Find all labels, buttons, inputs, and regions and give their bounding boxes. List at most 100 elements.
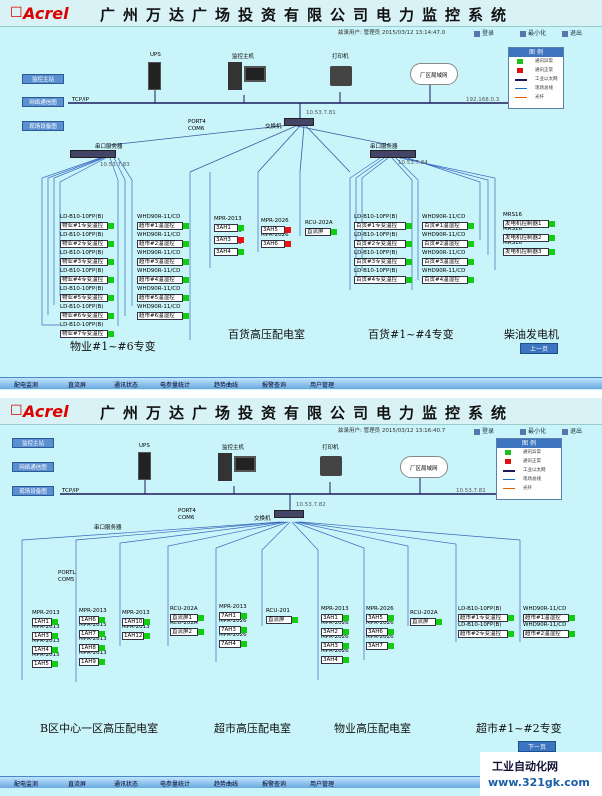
device-box[interactable]: 超市#2温湿控 [523,630,575,638]
device-box[interactable]: 直流屏 [410,618,442,626]
nav-comm-status[interactable]: 通讯状态 [114,382,139,389]
device-box[interactable]: 7AH1 [219,612,247,620]
status-indicator-icon [238,249,244,255]
device-box[interactable]: 超市#2专变温控 [458,630,514,638]
device-box[interactable]: 1AH9 [79,658,105,666]
device-box[interactable]: 直流屏2 [170,628,204,636]
device-box[interactable]: 百货#2专变温控 [354,240,412,248]
switch-icon [284,118,314,126]
device-box[interactable]: 物业#2专变温控 [60,240,114,248]
nav-dc-panel[interactable]: 直流屏 [68,781,87,788]
device-box[interactable]: 1AH6 [79,616,105,624]
device-box[interactable]: 百货#4温湿控 [422,276,474,284]
nav-comm-status[interactable]: 通讯状态 [114,781,139,788]
exit-icon [562,428,568,435]
device-box[interactable]: 发电机控制器1 [503,220,555,228]
device-box[interactable]: 1AH8 [79,644,105,652]
device-model-label: LD-B10-10FP(B) [458,606,502,612]
device-box[interactable]: 1AH1 [32,618,58,626]
device-model-label: WHD90R-11/CD [422,214,466,220]
device-box[interactable]: 3AH2 [321,628,349,636]
nav-dc-panel[interactable]: 直流屏 [68,382,87,389]
device-box[interactable]: 物业#3专变温控 [60,258,114,266]
device-box[interactable]: 3AH7 [366,642,394,650]
device-box[interactable]: 3AH3 [321,642,349,650]
nav-user-mgmt[interactable]: 用户管理 [310,382,335,389]
ip-label: 10.53.7.81 [456,488,486,494]
sidebar-field-devices[interactable]: 现场设备图 [12,486,54,496]
device-box[interactable]: 7AH4 [219,640,247,648]
device-box[interactable]: 百货#1温湿控 [422,222,474,230]
nav-alarm-query[interactable]: 报警查询 [262,781,287,788]
minimize-button[interactable]: 最小化 [520,28,546,37]
device-box[interactable]: 3AH6 [261,240,291,248]
device-model-label: MPR-2026 [261,232,289,238]
bottom-nav-1: 配电监测 直流屏 通讯状态 电参量统计 趋势曲线 报警查询 用户管理 [0,377,602,389]
sidebar-network-diagram[interactable]: 网络通信图 [22,97,64,107]
prev-page-button[interactable]: 上一页 [520,343,558,354]
device-box[interactable]: 百货#4专变温控 [354,276,412,284]
device-box[interactable]: 物业#7专变温控 [60,330,114,338]
login-button[interactable]: 登录 [474,28,494,37]
nav-power-monitor[interactable]: 配电监测 [14,382,39,389]
device-box[interactable]: 超市#6温湿控 [137,312,189,320]
status-indicator-icon [183,259,189,265]
device-box[interactable]: 1AH4 [32,646,58,654]
device-box[interactable]: 物业#5专变温控 [60,294,114,302]
status-indicator-icon [183,241,189,247]
device-box[interactable]: 百货#1专变温控 [354,222,412,230]
device-box[interactable]: 3AH4 [214,248,244,256]
device-box[interactable]: 物业#6专变温控 [60,312,114,320]
device-box[interactable]: 超市#5温湿控 [137,294,189,302]
sidebar-monitor-station[interactable]: 监控主站 [22,74,64,84]
device-box[interactable]: 物业#4专变温控 [60,276,114,284]
legend-item: 通讯正常 [497,457,561,466]
device-box[interactable]: 3AH6 [366,628,394,636]
minimize-button[interactable]: 最小化 [520,426,546,435]
device-box[interactable]: 超市#3温湿控 [137,258,189,266]
device-box[interactable]: 百货#3专变温控 [354,258,412,266]
device-box[interactable]: 1AH7 [79,630,105,638]
device-box[interactable]: 超市#1温湿控 [137,222,189,230]
device-model-label: MPR-2026 [321,634,349,640]
device-box[interactable]: 1AH5 [32,660,58,668]
device-box[interactable]: 超市#4温湿控 [137,276,189,284]
next-page-button[interactable]: 下一页 [518,741,556,752]
device-box[interactable]: 超市#1专变温控 [458,614,514,622]
device-box[interactable]: 直流屏1 [170,614,204,622]
device-box[interactable]: 3AH5 [366,614,394,622]
sidebar-monitor-station[interactable]: 监控主站 [12,438,54,448]
lan-label: 厂区局域网 [410,466,438,472]
device-box[interactable]: 发电机控制器3 [503,248,555,256]
device-box[interactable]: 超市#2温湿控 [137,240,189,248]
exit-button[interactable]: 退出 [562,426,582,435]
device-box[interactable]: 发电机控制器2 [503,234,555,242]
nav-power-stats[interactable]: 电参量统计 [160,382,191,389]
sidebar-network-diagram[interactable]: 网络通信图 [12,462,54,472]
device-box[interactable]: 百货#2温湿控 [422,240,474,248]
device-box[interactable]: 直流屏 [305,228,337,236]
device-box[interactable]: 3AH1 [321,614,349,622]
device-box[interactable]: 1AH12 [122,632,150,640]
device-box[interactable]: 1AH3 [32,632,58,640]
nav-power-monitor[interactable]: 配电监测 [14,781,39,788]
exit-button[interactable]: 退出 [562,28,582,37]
nav-trend-curve[interactable]: 趋势曲线 [214,781,239,788]
device-box[interactable]: 物业#1专变温控 [60,222,114,230]
nav-power-stats[interactable]: 电参量统计 [160,781,191,788]
nav-user-mgmt[interactable]: 用户管理 [310,781,335,788]
device-box[interactable]: 百货#3温湿控 [422,258,474,266]
device-box[interactable]: 3AH1 [214,224,244,232]
device-box[interactable]: 3AH4 [321,656,349,664]
device-box[interactable]: 直流屏 [266,616,298,624]
device-box[interactable]: 3AH5 [261,226,291,234]
device-box[interactable]: 超市#1温湿控 [523,614,575,622]
device-box[interactable]: 7AH3 [219,626,247,634]
device-model-label: WHD90R-11/CD [137,214,181,220]
device-box[interactable]: 1AH10 [122,618,150,626]
sidebar-field-devices[interactable]: 现场设备图 [22,121,64,131]
nav-trend-curve[interactable]: 趋势曲线 [214,382,239,389]
login-button[interactable]: 登录 [474,426,494,435]
device-box[interactable]: 3AH3 [214,236,244,244]
nav-alarm-query[interactable]: 报警查询 [262,382,287,389]
